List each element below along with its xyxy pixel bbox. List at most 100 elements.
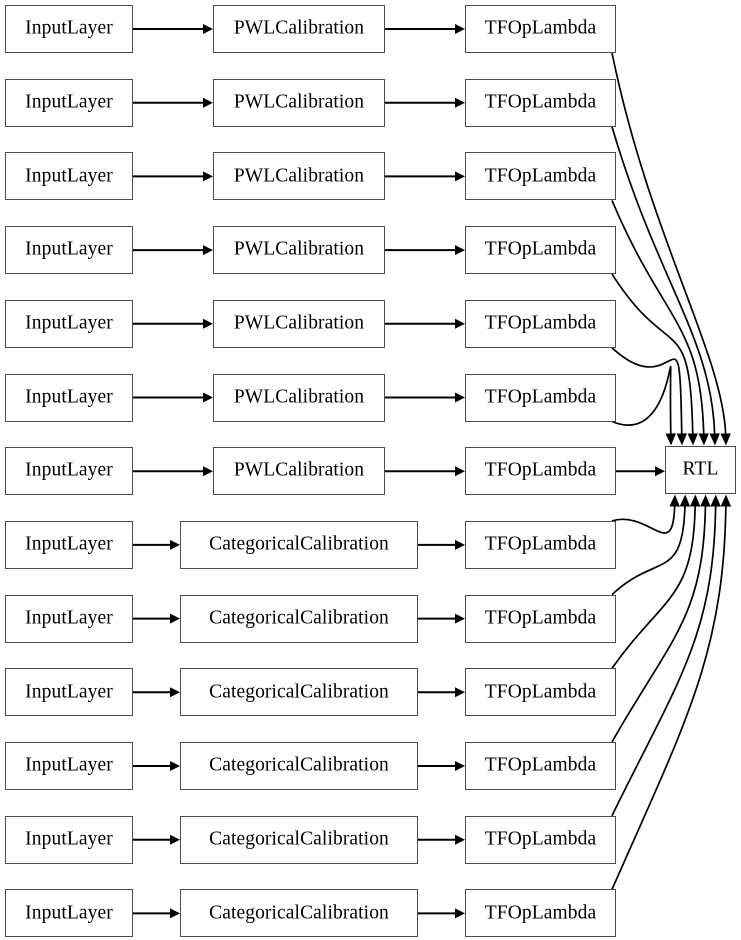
edge-input-to-calibration-5-head: [203, 318, 213, 329]
node-input-layer-11[interactable]: InputLayer: [5, 742, 133, 790]
node-tfoplambda-9[interactable]: TFOpLambda: [465, 594, 616, 643]
node-pwl-calibration-3-label: PWLCalibration: [233, 165, 365, 187]
edge-tfoplambda-1-to-rtl-head: [720, 433, 731, 446]
node-input-layer-4[interactable]: InputLayer: [5, 226, 133, 275]
node-input-layer-2-label: InputLayer: [25, 91, 113, 113]
node-categorical-calibration-8-label: CategoricalCalibration: [209, 533, 389, 555]
node-input-layer-10[interactable]: InputLayer: [5, 668, 133, 717]
edge-tfoplambda-8-to-rtl-head: [669, 494, 680, 507]
node-tfoplambda-12[interactable]: TFOpLambda: [465, 815, 616, 864]
edge-tfoplambda-5-to-rtl-head: [676, 433, 687, 446]
node-input-layer-3-label: InputLayer: [25, 165, 113, 187]
node-input-layer-10-label: InputLayer: [25, 681, 113, 703]
node-input-layer-7[interactable]: InputLayer: [5, 447, 133, 496]
edge-tfoplambda-9-to-rtl-path: [611, 504, 686, 596]
node-pwl-calibration-7[interactable]: PWLCalibration: [213, 447, 385, 496]
node-tfoplambda-5[interactable]: TFOpLambda: [465, 299, 616, 348]
node-categorical-calibration-10-label: CategoricalCalibration: [209, 681, 389, 703]
node-tfoplambda-8-label: TFOpLambda: [484, 533, 597, 555]
node-categorical-calibration-11-label: CategoricalCalibration: [209, 754, 389, 776]
node-pwl-calibration-4[interactable]: PWLCalibration: [213, 226, 385, 275]
node-pwl-calibration-2[interactable]: PWLCalibration: [213, 78, 385, 127]
node-categorical-calibration-9[interactable]: CategoricalCalibration: [180, 594, 418, 643]
edge-tfoplambda-2-to-rtl-head: [709, 433, 720, 446]
edge-tfoplambda-9-to-rtl-head: [679, 494, 691, 507]
edge-tfoplambda-4-to-rtl-head: [687, 433, 698, 446]
node-tfoplambda-13[interactable]: TFOpLambda: [465, 889, 616, 938]
node-input-layer-8[interactable]: InputLayer: [5, 520, 133, 569]
edge-tfoplambda-5-to-rtl-path: [611, 347, 683, 436]
node-pwl-calibration-1[interactable]: PWLCalibration: [213, 5, 385, 53]
edge-calibration-to-tfoplambda-10-head: [455, 687, 465, 698]
edge-tfoplambda-3-to-rtl-path: [611, 200, 705, 436]
node-pwl-calibration-1-label: PWLCalibration: [233, 17, 365, 39]
node-input-layer-1-label: InputLayer: [25, 17, 113, 39]
edge-input-to-calibration-9-head: [170, 613, 180, 624]
edge-calibration-to-tfoplambda-8-head: [455, 539, 465, 550]
node-tfoplambda-10-label: TFOpLambda: [484, 681, 597, 703]
edge-input-to-calibration-13-head: [170, 908, 180, 919]
node-pwl-calibration-6[interactable]: PWLCalibration: [213, 373, 385, 422]
edge-tfoplambda-1-to-rtl-path: [611, 52, 727, 436]
edge-calibration-to-tfoplambda-4-head: [455, 245, 465, 256]
node-tfoplambda-10[interactable]: TFOpLambda: [465, 668, 616, 717]
node-tfoplambda-8[interactable]: TFOpLambda: [465, 520, 616, 569]
node-categorical-calibration-13-label: CategoricalCalibration: [209, 902, 389, 924]
node-categorical-calibration-11[interactable]: CategoricalCalibration: [180, 742, 418, 790]
node-pwl-calibration-5[interactable]: PWLCalibration: [213, 299, 385, 348]
node-tfoplambda-7-label: TFOpLambda: [484, 459, 597, 481]
node-input-layer-11-label: InputLayer: [25, 754, 113, 776]
edge-tfoplambda-6-to-rtl-path: [611, 365, 672, 436]
node-input-layer-6[interactable]: InputLayer: [5, 373, 133, 422]
edge-tfoplambda-8-to-rtl-path: [611, 504, 676, 534]
node-input-layer-9[interactable]: InputLayer: [5, 594, 133, 643]
node-tfoplambda-6-label: TFOpLambda: [484, 386, 597, 408]
node-pwl-calibration-7-label: PWLCalibration: [233, 459, 365, 481]
node-rtl[interactable]: RTL: [665, 446, 736, 494]
node-categorical-calibration-10[interactable]: CategoricalCalibration: [180, 668, 418, 717]
edge-input-to-calibration-1-head: [203, 24, 213, 34]
edge-input-to-calibration-8-head: [170, 539, 180, 550]
node-input-layer-5[interactable]: InputLayer: [5, 299, 133, 348]
edge-tfoplambda-11-to-rtl-path: [611, 504, 707, 743]
edge-calibration-to-tfoplambda-1-head: [455, 24, 465, 34]
edge-calibration-to-tfoplambda-3-head: [455, 171, 465, 182]
node-tfoplambda-11-label: TFOpLambda: [484, 754, 597, 776]
node-tfoplambda-7[interactable]: TFOpLambda: [465, 447, 616, 496]
node-tfoplambda-1[interactable]: TFOpLambda: [465, 5, 616, 53]
edge-input-to-calibration-10-head: [170, 687, 180, 698]
node-categorical-calibration-8[interactable]: CategoricalCalibration: [180, 520, 418, 569]
node-input-layer-2[interactable]: InputLayer: [5, 78, 133, 127]
node-tfoplambda-6[interactable]: TFOpLambda: [465, 373, 616, 422]
node-input-layer-12[interactable]: InputLayer: [5, 815, 133, 864]
edge-tfoplambda-2-to-rtl-path: [611, 126, 716, 436]
node-input-layer-12-label: InputLayer: [25, 828, 113, 850]
node-pwl-calibration-3[interactable]: PWLCalibration: [213, 152, 385, 201]
node-categorical-calibration-13[interactable]: CategoricalCalibration: [180, 889, 418, 938]
edge-tfoplambda-6-to-rtl-head: [665, 433, 676, 446]
node-input-layer-13[interactable]: InputLayer: [5, 889, 133, 938]
edge-calibration-to-tfoplambda-2-head: [455, 97, 465, 108]
node-tfoplambda-11[interactable]: TFOpLambda: [465, 742, 616, 790]
edge-tfoplambda-13-to-rtl-path: [611, 504, 727, 890]
node-tfoplambda-3[interactable]: TFOpLambda: [465, 152, 616, 201]
edge-input-to-calibration-2-head: [203, 97, 213, 108]
node-tfoplambda-4[interactable]: TFOpLambda: [465, 226, 616, 275]
node-tfoplambda-5-label: TFOpLambda: [484, 312, 597, 334]
edge-tfoplambda-11-to-rtl-head: [700, 494, 711, 507]
node-input-layer-6-label: InputLayer: [25, 386, 113, 408]
node-categorical-calibration-9-label: CategoricalCalibration: [209, 607, 389, 629]
edge-calibration-to-tfoplambda-11-head: [455, 761, 465, 771]
edge-calibration-to-tfoplambda-6-head: [455, 392, 465, 403]
edge-calibration-to-tfoplambda-5-head: [455, 318, 465, 329]
node-tfoplambda-12-label: TFOpLambda: [484, 828, 597, 850]
edge-input-to-calibration-4-head: [203, 245, 213, 256]
node-categorical-calibration-12[interactable]: CategoricalCalibration: [180, 815, 418, 864]
node-input-layer-1[interactable]: InputLayer: [5, 5, 133, 53]
node-input-layer-3[interactable]: InputLayer: [5, 152, 133, 201]
edge-calibration-to-tfoplambda-13-head: [455, 908, 465, 919]
node-tfoplambda-2[interactable]: TFOpLambda: [465, 78, 616, 127]
edge-tfoplambda-12-to-rtl-head: [710, 494, 721, 507]
edge-input-to-calibration-6-head: [203, 392, 213, 403]
